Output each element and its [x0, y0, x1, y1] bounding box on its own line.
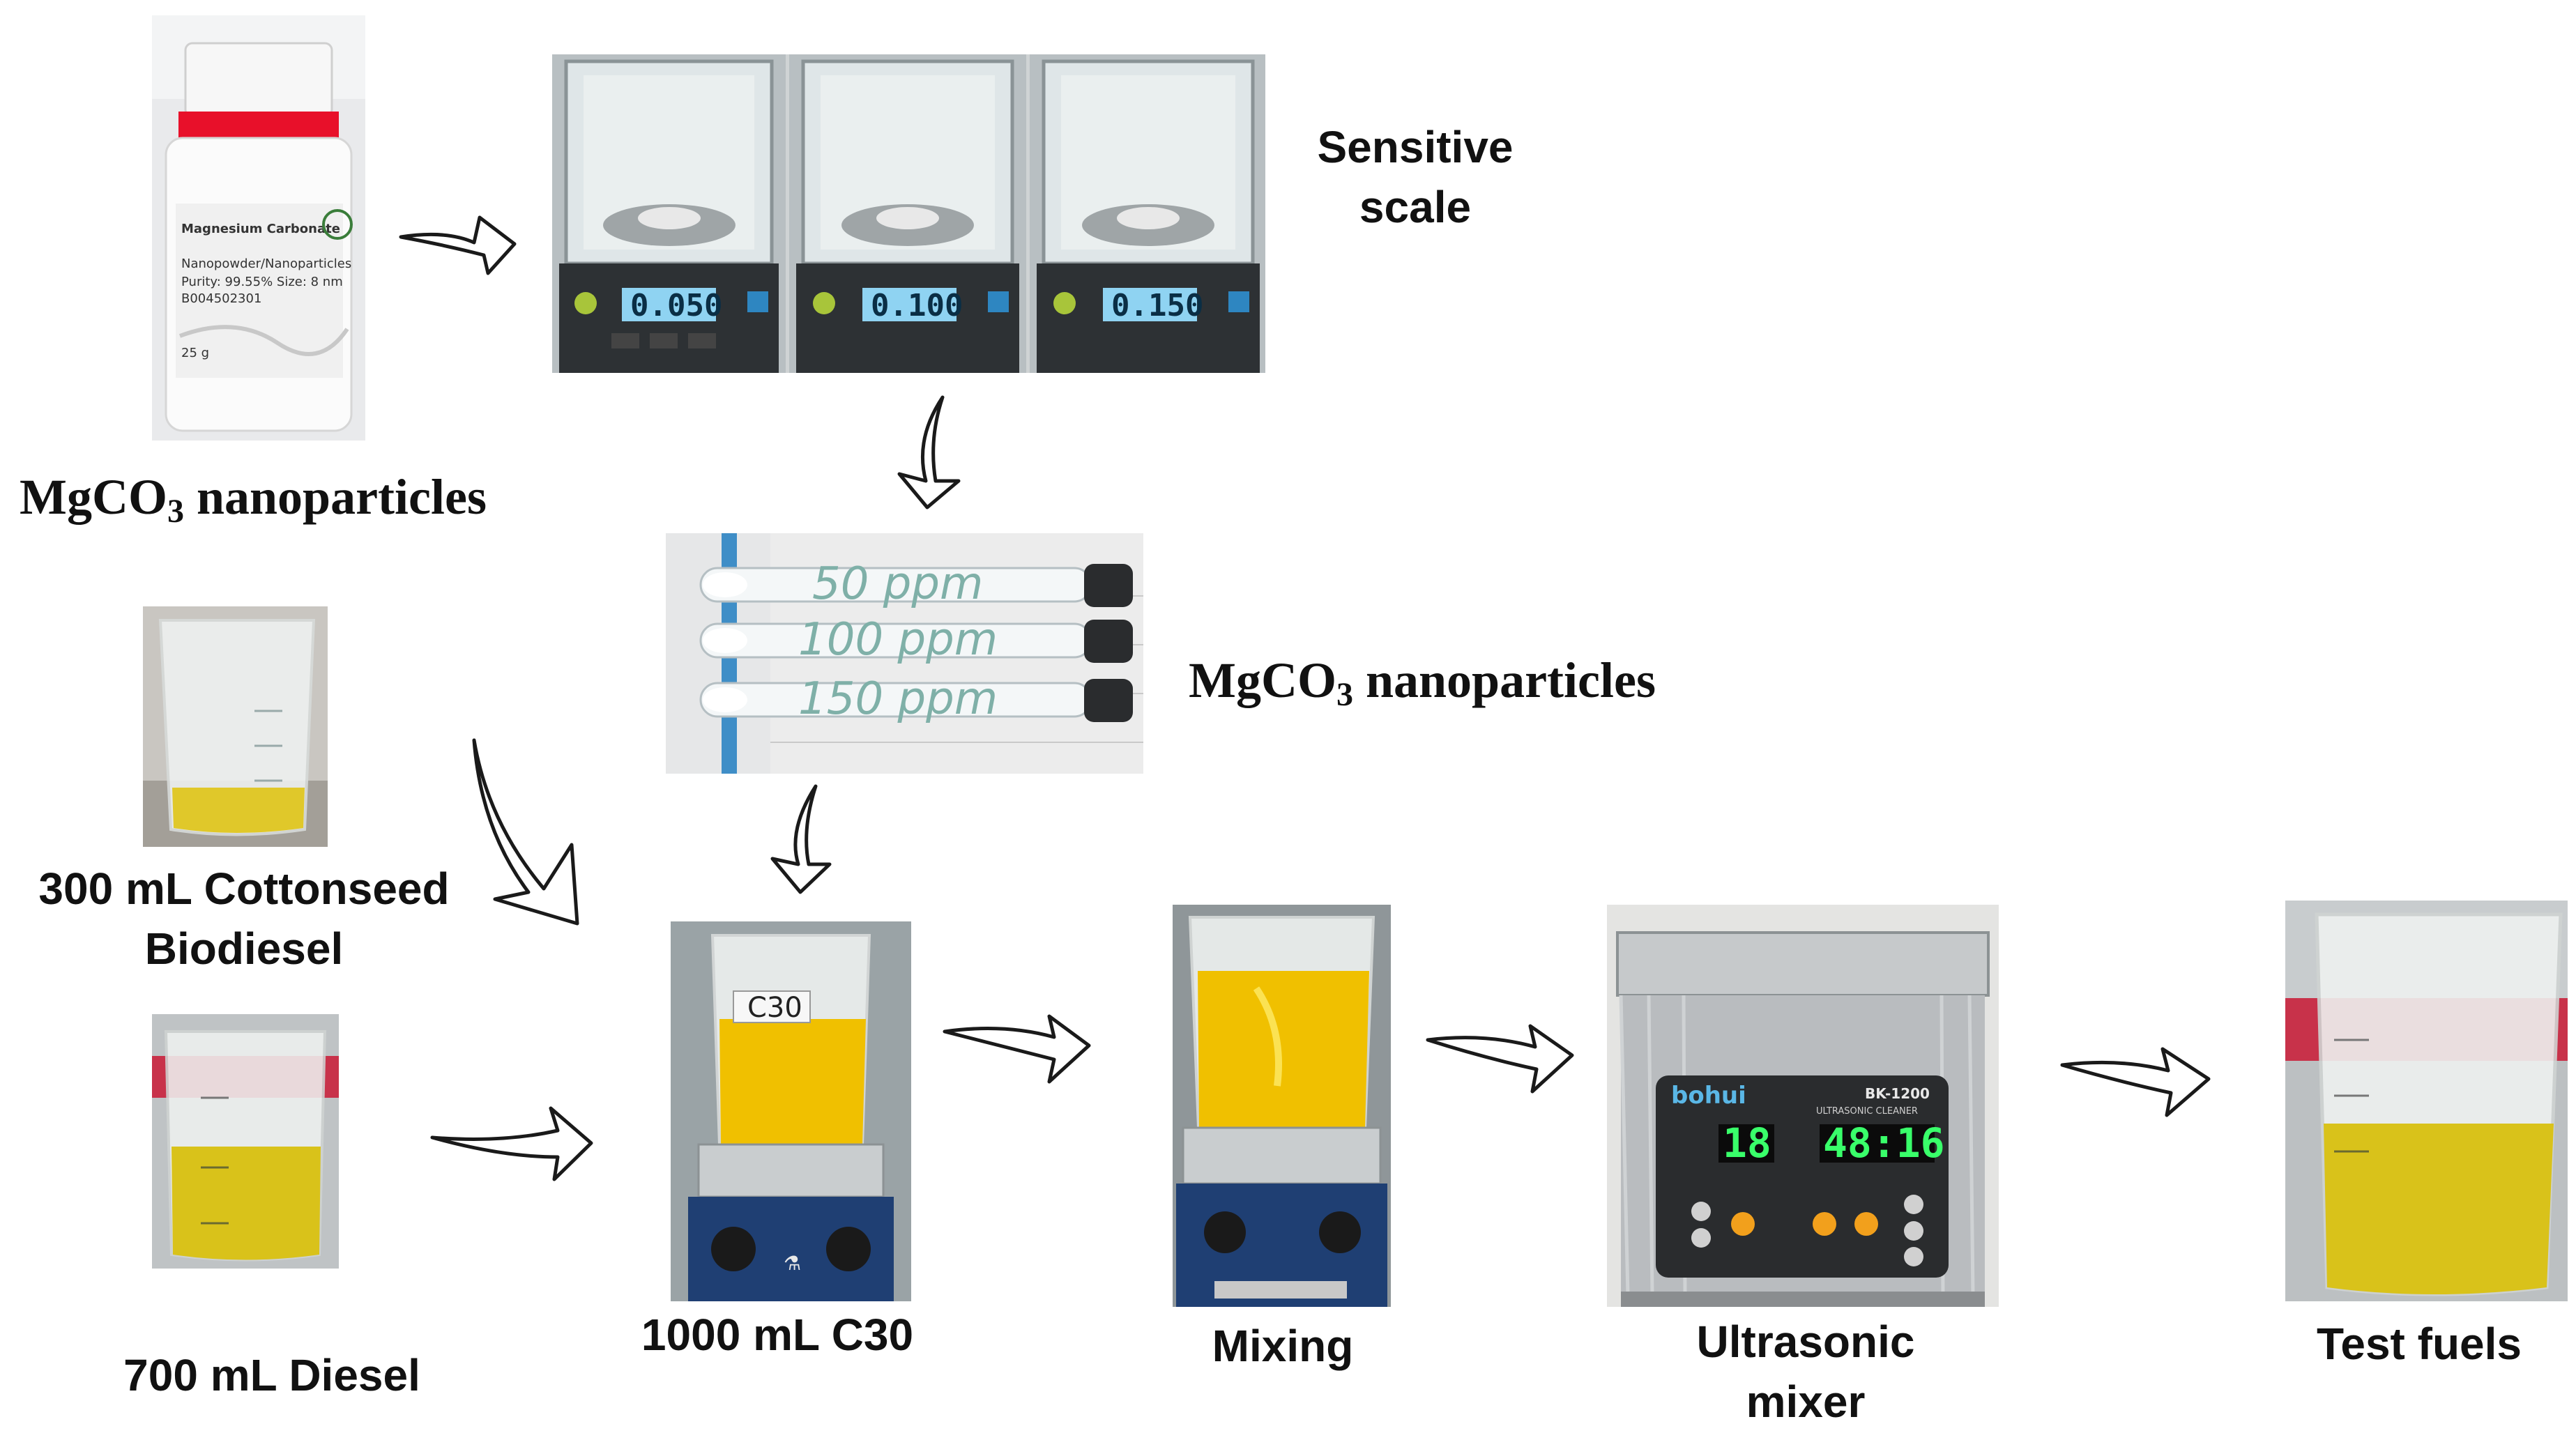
label-nano-weighed-prefix: MgCO	[1189, 652, 1336, 708]
arrow-mixing-to-ultrasonic-icon	[1426, 1024, 1574, 1094]
ultrasonic-display-left: 18	[1723, 1119, 1771, 1167]
nanoparticle-tubes-photo: 50 ppm 100 ppm 150 ppm	[666, 533, 1143, 774]
label-nano-weighed-sub: 3	[1336, 676, 1353, 713]
scale-readout-3: 0.150	[1111, 288, 1203, 323]
arrow-scale-to-tubes-icon	[897, 395, 961, 510]
arrow-tubes-to-c30-icon	[770, 784, 832, 894]
label-cottonseed-line1: 300 mL Cottonseed	[38, 864, 450, 914]
label-nano-source-suffix: nanoparticles	[183, 469, 487, 525]
tube-50: 50 ppm	[699, 558, 1133, 610]
label-nano-weighed: MgCO3 nanoparticles	[1189, 652, 1656, 714]
label-ultrasonic-mixer: Ultrasonic mixer	[1659, 1312, 1952, 1432]
label-sensitive-scale-line1: Sensitive	[1317, 122, 1514, 172]
label-sensitive-scale-line2: scale	[1359, 182, 1472, 233]
arrow-c30-to-mixing-icon	[943, 1014, 1091, 1084]
bottle-line1-text: Nanopowder/Nanoparticles	[181, 256, 351, 271]
cottonseed-biodiesel-photo	[143, 606, 328, 847]
label-mixing: Mixing	[1212, 1321, 1354, 1371]
ultrasonic-model-text: BK-1200	[1865, 1085, 1930, 1102]
diesel-photo	[152, 1014, 339, 1269]
label-c30: 1000 mL C30	[641, 1310, 914, 1360]
bottle-weight-text: 25 g	[181, 346, 209, 360]
label-nano-source-prefix: MgCO	[20, 469, 167, 525]
c30-beaker-photo: C30 ⚗	[671, 921, 911, 1301]
label-ultrasonic-line2: mixer	[1746, 1377, 1866, 1427]
label-nano-source: MgCO3 nanoparticles	[20, 468, 487, 530]
svg-text:⚗: ⚗	[784, 1252, 801, 1275]
label-sensitive-scale: Sensitive scale	[1297, 117, 1534, 238]
mixing-photo	[1173, 905, 1391, 1307]
ultrasonic-mixer-photo: bohui BK-1200 ULTRASONIC CLEANER 18 48:1…	[1607, 905, 1999, 1307]
tube-150: 150 ppm	[699, 673, 1133, 725]
scale-readout-1: 0.050	[630, 288, 722, 323]
label-nano-weighed-suffix: nanoparticles	[1352, 652, 1656, 708]
label-diesel: 700 mL Diesel	[123, 1350, 420, 1400]
nanoparticle-bottle-photo: Magnesium Carbonate Nanopowder/Nanoparti…	[152, 15, 365, 441]
label-ultrasonic-line1: Ultrasonic	[1696, 1317, 1915, 1367]
ultrasonic-brand-text: bohui	[1671, 1082, 1746, 1110]
label-nano-source-sub: 3	[167, 493, 184, 530]
label-cottonseed-biodiesel: 300 mL Cottonseed Biodiesel	[10, 859, 478, 979]
bottle-line2-text: Purity: 99.55% Size: 8 nm	[181, 275, 343, 289]
arrow-diesel-to-c30-icon	[430, 1106, 593, 1181]
arrow-bottle-to-scale-icon	[399, 215, 517, 275]
bottle-line3-text: B004502301	[181, 291, 261, 306]
scale-panel-3: 0.150	[1030, 54, 1265, 373]
tube-100: 100 ppm	[699, 614, 1133, 666]
label-test-fuels: Test fuels	[2317, 1319, 2522, 1369]
scale-panel-1: 0.050	[552, 54, 786, 373]
tube-label-150: 150 ppm	[798, 673, 998, 725]
scale-panel-2: 0.100	[789, 54, 1026, 373]
arrow-ultrasonic-to-testfuels-icon	[2060, 1047, 2211, 1117]
test-fuels-photo	[2285, 901, 2568, 1301]
tube-label-50: 50 ppm	[812, 558, 983, 610]
sensitive-scale-photo: 0.050 0.100	[552, 54, 1265, 373]
bottle-title-text: Magnesium Carbonate	[181, 222, 340, 236]
arrow-biodiesel-to-c30-icon	[472, 738, 579, 926]
ultrasonic-subtitle-text: ULTRASONIC CLEANER	[1816, 1106, 1918, 1117]
tube-label-100: 100 ppm	[798, 614, 998, 666]
ultrasonic-display-right: 48:16	[1823, 1119, 1945, 1167]
c30-beaker-label: C30	[747, 992, 802, 1024]
label-cottonseed-line2: Biodiesel	[144, 924, 344, 974]
scale-readout-2: 0.100	[871, 288, 963, 323]
